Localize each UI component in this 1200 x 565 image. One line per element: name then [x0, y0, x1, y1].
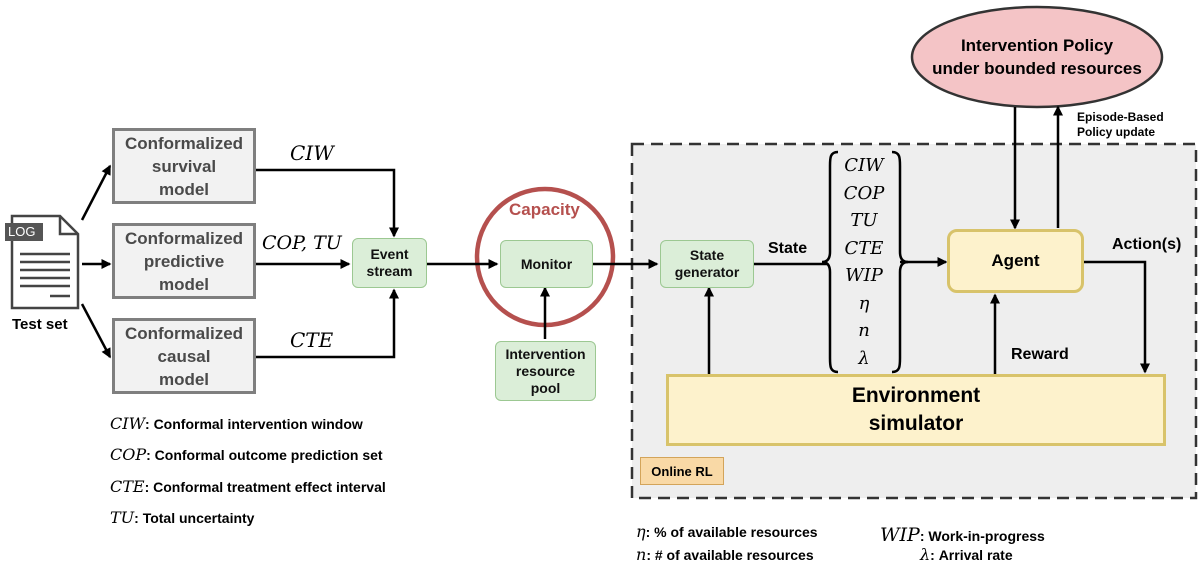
- arrow-log-to-survival: [80, 164, 112, 221]
- resource-pool-line3: pool: [530, 379, 561, 396]
- survival-model-line1: Conformalized: [124, 133, 244, 153]
- predictive-model-line1: Conformalized: [124, 228, 244, 248]
- legend-n-symbol: n: [636, 545, 647, 564]
- legend-cop: COP: Conformal outcome prediction set: [110, 445, 383, 464]
- event-stream-box: Event stream: [352, 238, 427, 288]
- agent-label: Agent: [991, 251, 1040, 270]
- state-var-cop: COP: [843, 182, 885, 204]
- monitor-box: Monitor: [500, 240, 593, 288]
- state-brace-right: [891, 150, 909, 374]
- legend-cte-text: : Conformal treatment effect interval: [144, 479, 386, 495]
- legend-lambda: λ: Arrival rate: [920, 545, 1013, 564]
- environment-line1: Environment: [851, 384, 981, 407]
- legend-lambda-text: : Arrival rate: [930, 547, 1013, 563]
- legend-eta-text: : % of available resources: [645, 524, 818, 540]
- predictive-model-line2: predictive: [143, 251, 225, 271]
- arrow-causal-to-event: [256, 288, 399, 359]
- arrow-survival-to-event: [256, 168, 399, 238]
- log-label: LOG: [8, 224, 36, 239]
- predictive-model-box: Conformalized predictive model: [112, 223, 256, 299]
- legend-tu-symbol: TU: [110, 508, 135, 527]
- state-var-n: n: [858, 320, 870, 341]
- test-set-label: Test set: [12, 316, 68, 333]
- legend-cte-symbol: CTE: [110, 477, 145, 496]
- policy-update-line1: Episode-Based: [1077, 110, 1164, 124]
- legend-lambda-symbol: λ: [920, 545, 931, 564]
- resource-pool-line2: resource: [515, 362, 576, 379]
- policy-line1: Intervention Policy: [960, 36, 1114, 55]
- legend-wip-text: : Work-in-progress: [919, 528, 1045, 544]
- online-rl-tag: Online RL: [640, 457, 724, 485]
- state-var-cte: CTE: [844, 237, 884, 259]
- capacity-label: Capacity: [509, 200, 580, 219]
- legend-cop-text: : Conformal outcome prediction set: [146, 447, 383, 463]
- event-stream-line2: stream: [366, 263, 413, 279]
- legend-cte: CTE: Conformal treatment effect interval: [110, 477, 386, 496]
- agent-box: Agent: [947, 229, 1084, 293]
- environment-line2: simulator: [868, 412, 964, 435]
- legend-n-text: : # of available resources: [646, 547, 814, 563]
- reward-label: Reward: [1011, 346, 1069, 363]
- legend-wip-symbol: WIP: [880, 524, 920, 546]
- causal-model-line2: causal: [157, 346, 211, 366]
- log-file-icon: [5, 214, 80, 310]
- legend-tu: TU: Total uncertainty: [110, 508, 254, 527]
- state-var-tu: TU: [850, 210, 878, 231]
- state-brace-left: [821, 150, 839, 374]
- arrow-log-to-causal: [80, 303, 112, 359]
- policy-line2: under bounded resources: [932, 59, 1142, 78]
- actions-label: Action(s): [1112, 236, 1182, 253]
- legend-eta: η: % of available resources: [636, 522, 818, 541]
- causal-model-box: Conformalized causal model: [112, 318, 256, 394]
- state-var-lambda: λ: [858, 347, 870, 369]
- online-rl-label: Online RL: [651, 463, 713, 479]
- event-stream-line1: Event: [370, 246, 409, 262]
- state-var-ciw: CIW: [844, 155, 884, 176]
- state-var-wip: WIP: [845, 265, 883, 286]
- arrow-agent-to-env: [1084, 260, 1150, 374]
- legend-ciw: CIW: Conformal intervention window: [110, 414, 363, 433]
- survival-model-line2: survival: [151, 156, 217, 176]
- edge-label-cte: CTE: [290, 328, 334, 352]
- environment-simulator-box: Environment simulator: [666, 374, 1166, 446]
- survival-model-box: Conformalized survival model: [112, 128, 256, 204]
- legend-wip: WIP: Work-in-progress: [880, 524, 1045, 546]
- state-generator-line2: generator: [674, 264, 740, 280]
- causal-model-line1: Conformalized: [124, 323, 244, 343]
- legend-tu-text: : Total uncertainty: [134, 510, 255, 526]
- policy-ellipse: [910, 5, 1164, 109]
- legend-ciw-symbol: CIW: [110, 414, 146, 433]
- survival-model-line3: model: [158, 179, 210, 199]
- resource-pool-box: Intervention resource pool: [495, 341, 596, 401]
- state-generator-box: State generator: [660, 240, 754, 288]
- policy-update-line2: Policy update: [1077, 125, 1156, 139]
- causal-model-line3: model: [158, 369, 210, 389]
- predictive-model-line3: model: [158, 274, 210, 294]
- edge-label-cop-tu: COP, TU: [262, 232, 342, 254]
- edge-label-ciw: CIW: [290, 141, 334, 165]
- state-vector: CIW COP TU CTE WIP η n λ: [834, 152, 894, 372]
- legend-n: n: # of available resources: [636, 545, 814, 564]
- legend-cop-symbol: COP: [110, 445, 147, 464]
- resource-pool-line1: Intervention: [505, 345, 586, 362]
- legend-ciw-text: : Conformal intervention window: [145, 416, 363, 432]
- state-var-eta: η: [858, 292, 870, 314]
- monitor-label: Monitor: [520, 255, 573, 272]
- policy-update-label: Episode-Based Policy update: [1077, 110, 1164, 140]
- legend-eta-symbol: η: [636, 522, 646, 541]
- state-generator-line1: State: [689, 247, 725, 263]
- policy-label: Intervention Policy under bounded resour…: [912, 30, 1162, 84]
- state-label: State: [768, 240, 808, 257]
